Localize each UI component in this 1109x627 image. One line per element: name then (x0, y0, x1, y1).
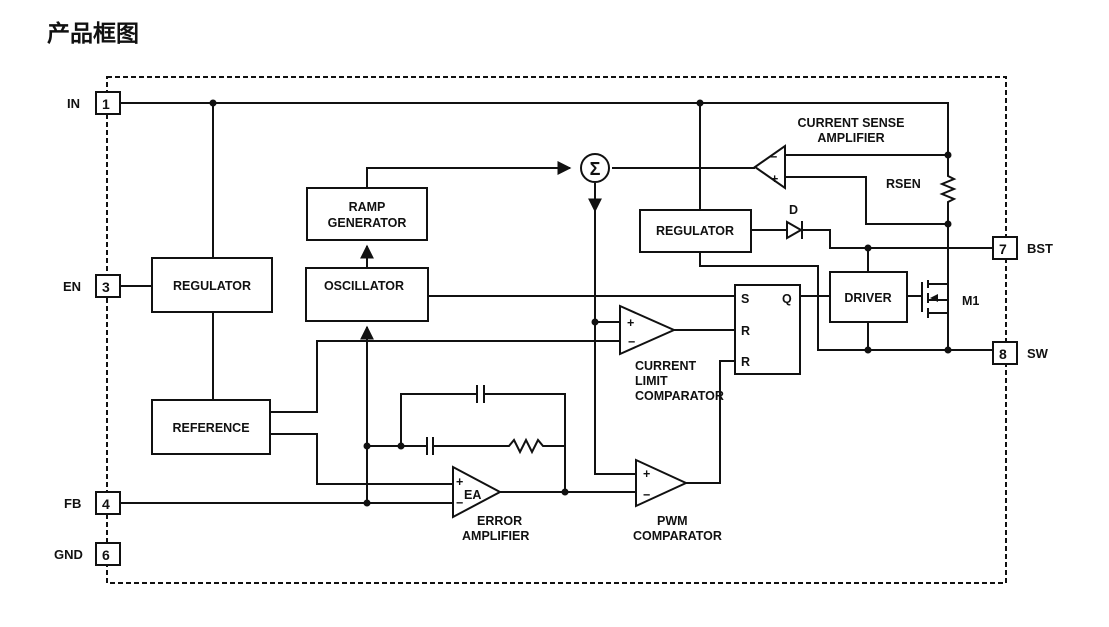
clc-plus: + (627, 316, 634, 330)
diode (786, 220, 804, 240)
pwm-plus: + (643, 467, 650, 481)
pin-fb: FB 4 (64, 491, 121, 515)
summer-node (580, 153, 610, 183)
pin-en: EN 3 (63, 274, 121, 298)
reference-label: REFERENCE (172, 421, 249, 435)
rsen-label: RSEN (886, 177, 921, 191)
pin-gnd-number: 6 (102, 547, 110, 563)
junction-dots (209, 99, 952, 507)
pwm-comparator (635, 458, 689, 508)
page-title: 产品框图 (47, 21, 139, 47)
pwm-label-1: PWM (657, 514, 688, 528)
reference-block (151, 399, 271, 455)
pin-fb-label: FB (64, 496, 81, 511)
ea-label-1: ERROR (477, 514, 522, 528)
chip-outline (106, 76, 1007, 584)
ramp-generator-block (306, 187, 428, 241)
pin-bst-label: BST (1027, 241, 1053, 256)
latch-s-label: S (741, 292, 749, 306)
pin-bst-number: 7 (999, 241, 1007, 257)
mosfet-m1 (921, 278, 949, 318)
oscillator-block (305, 267, 429, 322)
wires (120, 102, 993, 504)
pin-bst: 7 BST (992, 236, 1053, 260)
current-sense-amplifier (753, 144, 786, 190)
ea-minus: − (456, 496, 463, 510)
csa-label-1: CURRENT SENSE (798, 116, 905, 130)
clc-label-2: LIMIT (635, 374, 668, 388)
pwm-label-2: COMPARATOR (633, 529, 722, 543)
latch-r2-label: R (741, 355, 750, 369)
driver-block (829, 271, 908, 323)
capacitor-series (426, 437, 434, 455)
csa-minus: − (770, 150, 777, 164)
pin-gnd: GND 6 (54, 542, 121, 566)
oscillator-label: OSCILLATOR (324, 279, 404, 293)
csa-label-2: AMPLIFIER (817, 131, 884, 145)
pin-en-number: 3 (102, 279, 110, 295)
pin-sw: 8 SW (992, 341, 1049, 365)
ea-label: EA (464, 488, 481, 502)
sr-latch-block (734, 284, 801, 375)
current-limit-comparator (619, 304, 677, 356)
pin-en-label: EN (63, 279, 81, 294)
ramp-label-1: RAMP (349, 200, 386, 214)
regulator-right-label: REGULATOR (656, 224, 734, 238)
m1-label: M1 (962, 294, 979, 308)
pin-gnd-label: GND (54, 547, 83, 562)
pin-sw-label: SW (1027, 346, 1049, 361)
pin-in-label: IN (67, 96, 80, 111)
latch-r1-label: R (741, 324, 750, 338)
diode-label: D (789, 203, 798, 217)
clc-label-3: COMPARATOR (635, 389, 724, 403)
clc-label-1: CURRENT (635, 359, 696, 373)
pwm-minus: − (643, 488, 650, 502)
csa-plus: + (771, 172, 778, 186)
ramp-label-2: GENERATOR (328, 216, 407, 230)
ea-label-2: AMPLIFIER (462, 529, 529, 543)
sigma-label: Σ (590, 159, 601, 179)
clc-minus: − (628, 335, 635, 349)
pin-fb-number: 4 (102, 496, 110, 512)
regulator-right-block (639, 209, 752, 253)
pin-in-number: 1 (102, 96, 110, 112)
pin-sw-number: 8 (999, 346, 1007, 362)
mosfet-arrow-icon (930, 294, 938, 302)
capacitor-feedback (476, 385, 485, 403)
ea-plus: + (456, 475, 463, 489)
error-amplifier (452, 465, 503, 519)
latch-q-label: Q (782, 292, 792, 306)
pin-in: IN 1 (67, 91, 121, 115)
regulator-left-label: REGULATOR (173, 279, 251, 293)
regulator-left-block (151, 257, 273, 313)
driver-label: DRIVER (844, 291, 891, 305)
